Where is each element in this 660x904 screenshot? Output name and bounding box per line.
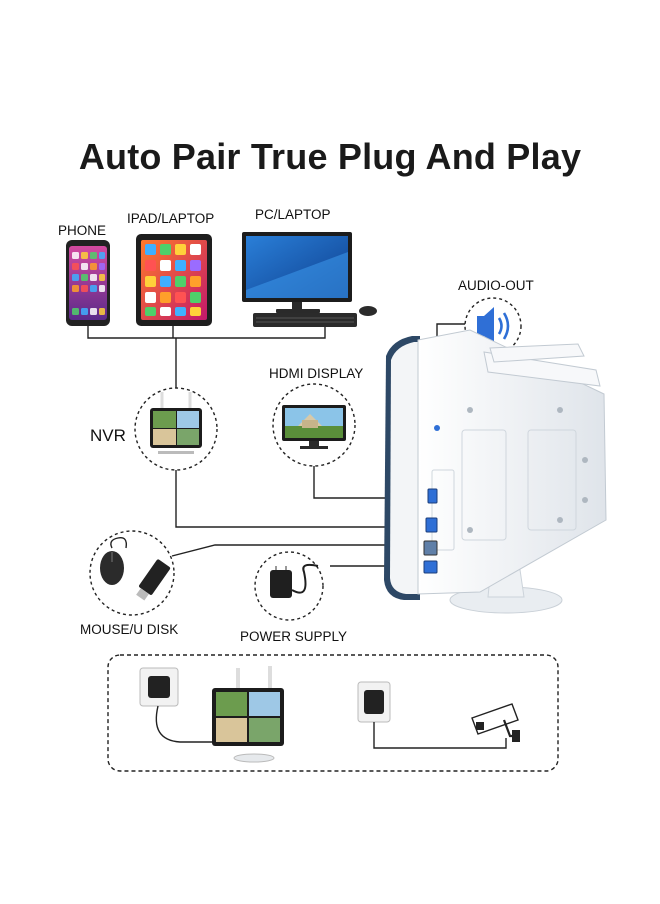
desktop-computer-icon [242, 232, 377, 327]
mouse-icon [100, 537, 128, 585]
nvr-label: NVR [90, 426, 126, 445]
top-bus-line [87, 322, 326, 339]
phone-label: PHONE [58, 223, 107, 238]
pc-laptop-label: PC/LAPTOP [255, 207, 331, 222]
nvr-small-icon [212, 666, 284, 763]
nvr-to-device-line [175, 470, 418, 528]
hdmi-monitor-icon [272, 383, 356, 467]
power-supply-label: POWER SUPPLY [240, 629, 348, 644]
wall-outlet-icon [139, 667, 179, 707]
mouse-usb-group [89, 530, 175, 616]
power-adapter-icon [254, 551, 324, 621]
hdmi-to-device-line [313, 465, 420, 499]
nvr-device-side-view [384, 329, 607, 614]
usb-disk-icon [136, 559, 171, 601]
wireless-pairing-box [107, 654, 559, 772]
ipad-laptop-label: IPAD/LAPTOP [127, 211, 215, 226]
audio-out-label: AUDIO-OUT [458, 278, 534, 293]
tablet-icon [136, 234, 212, 326]
mouse-to-device-line [171, 544, 420, 557]
cctv-camera-icon [471, 703, 520, 742]
page-title: Auto Pair True Plug And Play [78, 136, 582, 177]
nvr-monitor-icon [134, 387, 218, 471]
hdmi-display-label: HDMI DISPLAY [269, 366, 364, 381]
mouse-u-disk-label: MOUSE/U DISK [80, 622, 179, 637]
smartphone-icon [66, 240, 110, 326]
wall-outlet-icon [357, 681, 391, 723]
